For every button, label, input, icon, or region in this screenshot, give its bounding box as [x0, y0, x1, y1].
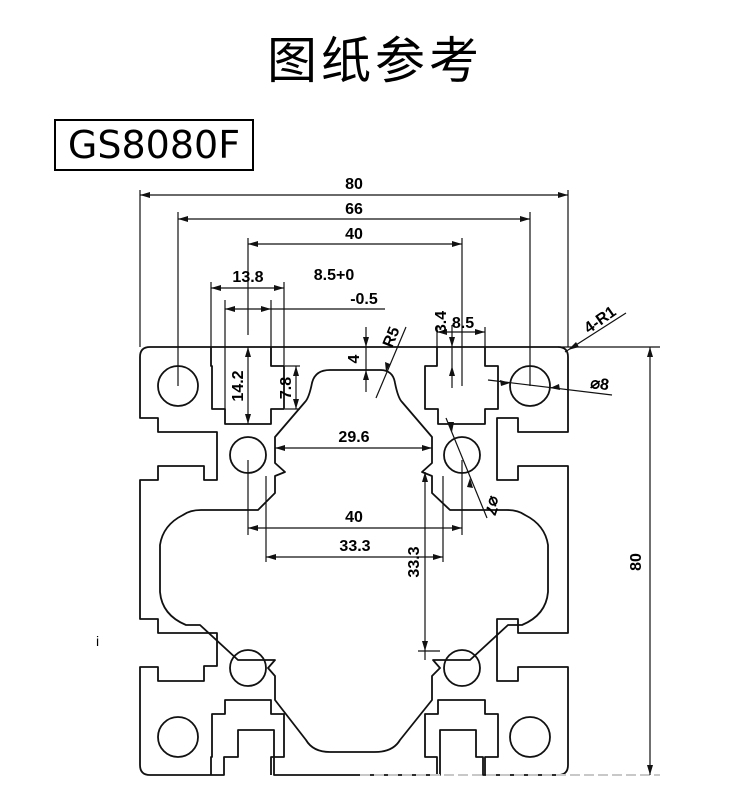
outer-contour — [139, 346, 569, 776]
dim-corner-hole-dia: ⌀8 — [589, 375, 610, 394]
dim-slot-depth-small: 3.4 — [433, 311, 450, 333]
dimension-lines — [139, 190, 660, 775]
inner-hole-bottom-right — [443, 649, 481, 687]
corner-hole-bottom-left — [157, 716, 199, 758]
dim-slot-span: 40 — [345, 226, 363, 243]
dim-slot-inner-depth: 7.8 — [278, 377, 295, 399]
dim-core-radius: R5 — [380, 325, 403, 350]
bottom-right-tslot — [424, 699, 499, 775]
dim-inner-hole-span: 40 — [345, 509, 363, 526]
dim-core-height: 33.3 — [406, 546, 423, 577]
dim-corner-radius: 4-R1 — [581, 303, 619, 337]
corner-hole-bottom-right — [509, 716, 551, 758]
bottom-left-tslot — [210, 699, 285, 775]
dim-slot-tolerance-top: 8.5+0 — [314, 267, 355, 284]
top-right-tslot — [424, 347, 499, 425]
dim-hole-span: 66 — [345, 201, 363, 218]
inner-hole-bottom-left — [229, 649, 267, 687]
dim-slot-outer-width: 13.8 — [232, 269, 263, 286]
dimension-labels: 80 66 40 13.8 8.5+0 -0.5 3.4 8.5 4-R1 4 … — [96, 176, 645, 649]
central-cavity — [159, 369, 549, 753]
stray-mark: i — [96, 633, 99, 649]
profile-outline — [139, 346, 660, 776]
dim-core-width: 33.3 — [339, 538, 370, 555]
model-number-label: GS8080F — [54, 119, 254, 171]
dim-lip-thickness: 4 — [346, 354, 363, 363]
dim-slot-tolerance-bottom: -0.5 — [350, 291, 378, 308]
dim-overall-height: 80 — [628, 553, 645, 571]
dim-center-span: 29.6 — [338, 429, 369, 446]
dim-slot-opening: 8.5 — [452, 315, 474, 332]
dim-overall-width: 80 — [345, 176, 363, 193]
page-title: 图纸参考 — [267, 32, 483, 90]
dim-inner-hole-dia: ⌀7 — [481, 494, 503, 517]
dim-slot-depth: 14.2 — [230, 370, 247, 401]
